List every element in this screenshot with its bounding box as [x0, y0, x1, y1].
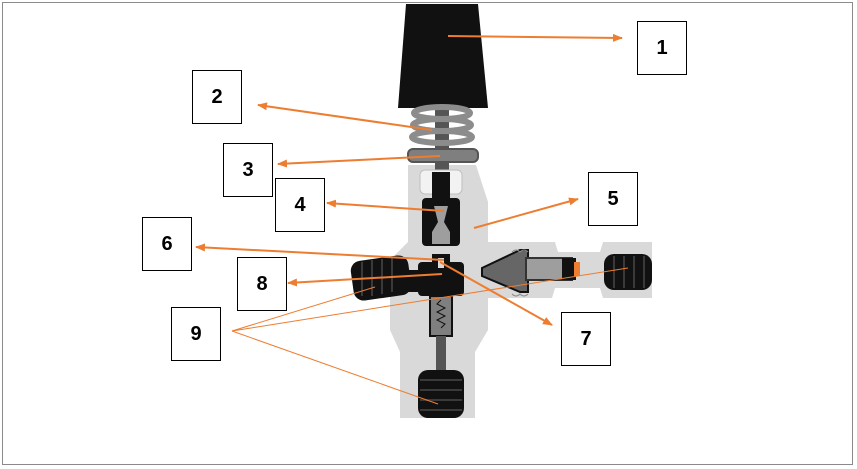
- callout-label-8: 8: [256, 272, 268, 295]
- callout-1: 1: [637, 21, 687, 75]
- callout-6: 6: [142, 217, 192, 271]
- leader-arrow-6: [195, 243, 445, 261]
- leader-arrow-4: [326, 199, 445, 212]
- callout-2: 2: [192, 70, 242, 124]
- leader-arrow-5: [473, 197, 579, 229]
- leader-arrow-7: [439, 261, 553, 326]
- callout-label-9: 9: [190, 322, 202, 345]
- right-port: [604, 254, 652, 290]
- leader-arrow-2: [257, 102, 433, 131]
- seat-chamber: [418, 262, 464, 296]
- leader-arrow-3: [277, 155, 441, 168]
- callout-label-1: 1: [656, 36, 668, 59]
- bottom-port: [418, 370, 464, 418]
- callout-4: 4: [275, 178, 325, 232]
- right-check-valve: [481, 249, 580, 297]
- callout-5: 5: [588, 172, 638, 226]
- leader-lines-9: [231, 267, 629, 405]
- spring-seat: [407, 148, 479, 163]
- callout-label-4: 4: [294, 193, 306, 216]
- callout-label-3: 3: [242, 158, 254, 181]
- callout-8: 8: [237, 257, 287, 311]
- callout-label-5: 5: [607, 187, 619, 210]
- callout-label-6: 6: [161, 232, 173, 255]
- callout-3: 3: [223, 143, 273, 197]
- callout-9: 9: [171, 307, 221, 361]
- callout-label-2: 2: [211, 85, 223, 108]
- lower-poppet: [429, 295, 453, 372]
- callout-label-7: 7: [580, 327, 592, 350]
- handwheel: [398, 4, 488, 108]
- callout-7: 7: [561, 312, 611, 366]
- leader-arrow-8: [287, 273, 443, 287]
- leader-arrows: [195, 33, 623, 326]
- leader-arrow-1: [447, 33, 623, 42]
- spring: [409, 104, 475, 146]
